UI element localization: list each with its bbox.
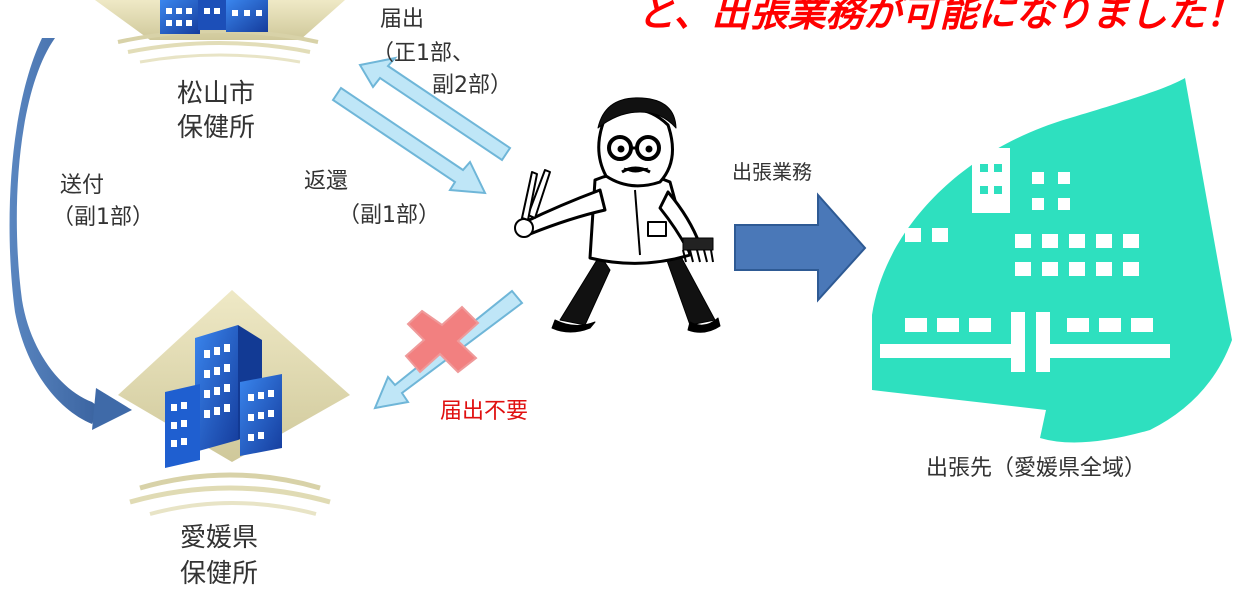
not-required-label: 届出不要 [440,399,529,424]
headline-text: と、出張業務が可能になりました！ [637,0,1244,35]
barber-figure-icon [514,97,721,333]
return-label: 返還 [304,169,349,194]
submit-detail-2: 副2部） [432,73,512,98]
cross-mark-icon [404,305,480,374]
forward-arrow [9,38,132,430]
submit-label: 届出 [380,7,425,32]
forward-label: 送付 [60,173,105,198]
matsuyama-label-line2: 保健所 [177,113,256,143]
ehime-label-line1: 愛媛県 [180,523,259,553]
submit-arrow [358,56,512,162]
matsuyama-label-line1: 松山市 [177,79,256,109]
ehime-health-center-icon [118,290,350,516]
ehime-label-line2: 保健所 [180,559,259,589]
headline-banner: と、出張業務が可能になりました！ [0,0,1245,42]
submit-detail-1: （正1部、 [372,41,474,66]
forward-detail: （副1部） [52,205,154,230]
business-trip-label: 出張業務 [732,160,812,184]
matsuyama-health-center-icon [95,0,345,64]
business-trip-arrow [734,192,867,303]
destination-building-icon [872,78,1232,443]
destination-label: 出張先（愛媛県全域） [926,456,1147,481]
return-arrow [331,86,487,195]
return-detail: （副1部） [338,203,440,228]
